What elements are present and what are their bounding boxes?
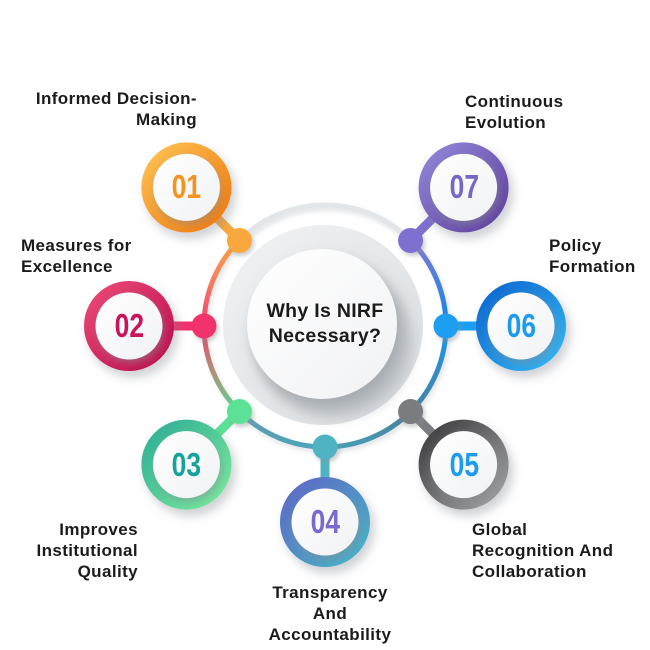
node-03-ring <box>141 419 232 510</box>
dot-03 <box>226 399 252 425</box>
node-06-number: 06 <box>506 307 536 344</box>
node-02-ring <box>84 281 174 371</box>
node-05-circle <box>418 419 509 510</box>
dot-02 <box>191 313 217 339</box>
node-04-inner <box>291 488 359 556</box>
node-07-circle <box>418 142 509 233</box>
node-02-number: 02 <box>114 307 144 344</box>
node-04-circle <box>280 477 370 567</box>
center-circle-group <box>223 225 423 425</box>
node-06-ring <box>476 281 566 371</box>
dot-05 <box>398 399 424 425</box>
node-05-ring <box>418 419 509 510</box>
node-04-ring <box>280 477 370 567</box>
main-ring-top-arc <box>230 202 420 250</box>
dot-04 <box>312 434 338 460</box>
node-07-number: 07 <box>449 168 479 205</box>
node-02-circle <box>84 281 174 371</box>
node-01-inner <box>152 153 220 221</box>
node-02-inner <box>95 292 163 360</box>
dot-06 <box>433 313 459 339</box>
dot-07 <box>398 227 424 253</box>
ring-dots <box>191 227 459 460</box>
node-01-label: Informed Decision-Making <box>35 89 197 129</box>
node-04-number: 04 <box>310 503 340 540</box>
node-07-ring <box>418 142 509 233</box>
node-06-circle <box>476 281 566 371</box>
node-05-inner <box>430 431 498 499</box>
node-07-inner <box>430 153 498 221</box>
node-01-circle <box>141 142 232 233</box>
node-06-inner <box>487 292 555 360</box>
center-white-circle <box>247 249 397 399</box>
node-01-ring <box>141 142 232 233</box>
node-03-circle <box>141 419 232 510</box>
node-05-number: 05 <box>449 446 479 483</box>
node-03-number: 03 <box>171 446 201 483</box>
dot-01 <box>226 227 252 253</box>
node-03-inner <box>152 431 220 499</box>
node-01-number: 01 <box>171 168 201 205</box>
